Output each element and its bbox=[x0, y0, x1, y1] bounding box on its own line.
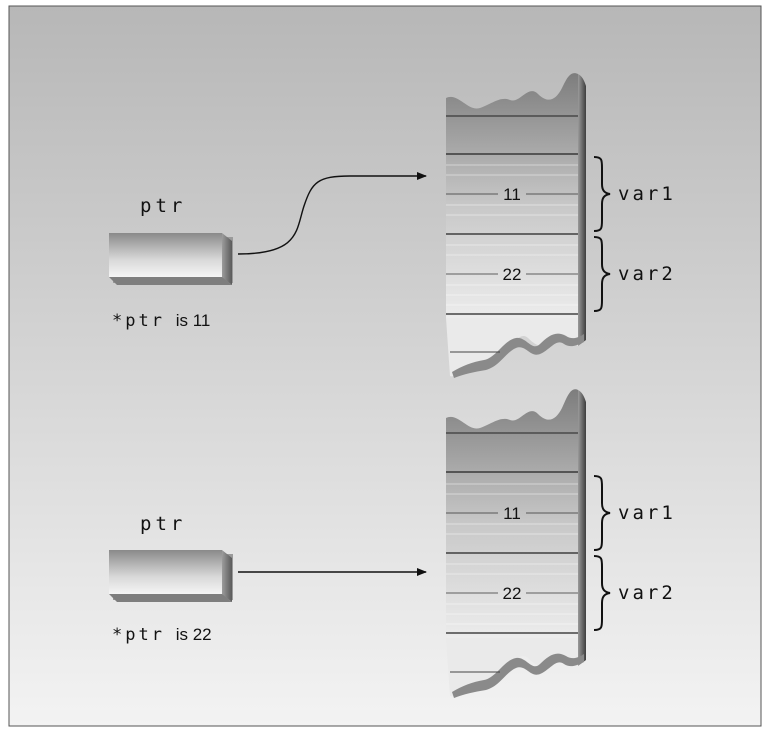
brace-var2 bbox=[593, 236, 611, 312]
memory-edge bbox=[578, 390, 586, 666]
figure-background bbox=[9, 6, 761, 726]
memory-block: 11 22 bbox=[446, 73, 586, 378]
deref-expression: *ptr bbox=[112, 625, 165, 645]
deref-result: is 22 bbox=[176, 625, 212, 644]
pointer-box bbox=[109, 233, 222, 277]
cell-value-var1: 11 bbox=[503, 504, 521, 523]
brace-var1 bbox=[593, 475, 611, 551]
memory-block: 11 22 bbox=[446, 389, 586, 698]
var1-label: var1 bbox=[618, 502, 676, 524]
pointer-box-side bbox=[222, 233, 232, 285]
panel-1: 11 22 var1 var2 ptr *ptr is 11 bbox=[109, 73, 676, 378]
memory-torn-shadow bbox=[452, 653, 584, 698]
var1-label: var1 bbox=[618, 183, 676, 205]
pointer-box bbox=[109, 550, 222, 594]
pointer-caption: *ptr is 22 bbox=[112, 625, 212, 645]
panel-2: 11 22 var1 var2 ptr *ptr is 22 bbox=[109, 389, 676, 698]
pointer-box-side bbox=[222, 550, 232, 602]
memory-stripes bbox=[446, 483, 578, 625]
pointer-variable: ptr *ptr is 22 bbox=[109, 513, 233, 645]
memory-edge bbox=[578, 74, 586, 346]
var2-label: var2 bbox=[618, 263, 676, 285]
pointer-name: ptr bbox=[140, 513, 186, 535]
cell-value-var2: 22 bbox=[503, 584, 522, 603]
pointer-arrow bbox=[237, 172, 427, 255]
memory-torn-shadow bbox=[452, 333, 584, 378]
memory-body bbox=[446, 389, 578, 638]
pointer-caption: *ptr is 11 bbox=[112, 311, 210, 331]
brace-var1 bbox=[593, 156, 611, 232]
pointer-variable: ptr *ptr is 11 bbox=[109, 195, 233, 331]
pointer-box-bottom bbox=[109, 594, 232, 602]
deref-result: is 11 bbox=[176, 311, 211, 330]
brace-var2 bbox=[593, 555, 611, 631]
pointer-name: ptr bbox=[140, 195, 186, 217]
pointer-box-bottom bbox=[109, 277, 232, 285]
memory-stripes bbox=[446, 164, 578, 306]
var2-label: var2 bbox=[618, 582, 676, 604]
cell-value-var1: 11 bbox=[503, 185, 521, 204]
deref-expression: *ptr bbox=[112, 311, 165, 331]
figure-border bbox=[8, 5, 762, 727]
cell-value-var2: 22 bbox=[503, 265, 522, 284]
memory-body bbox=[446, 73, 578, 318]
